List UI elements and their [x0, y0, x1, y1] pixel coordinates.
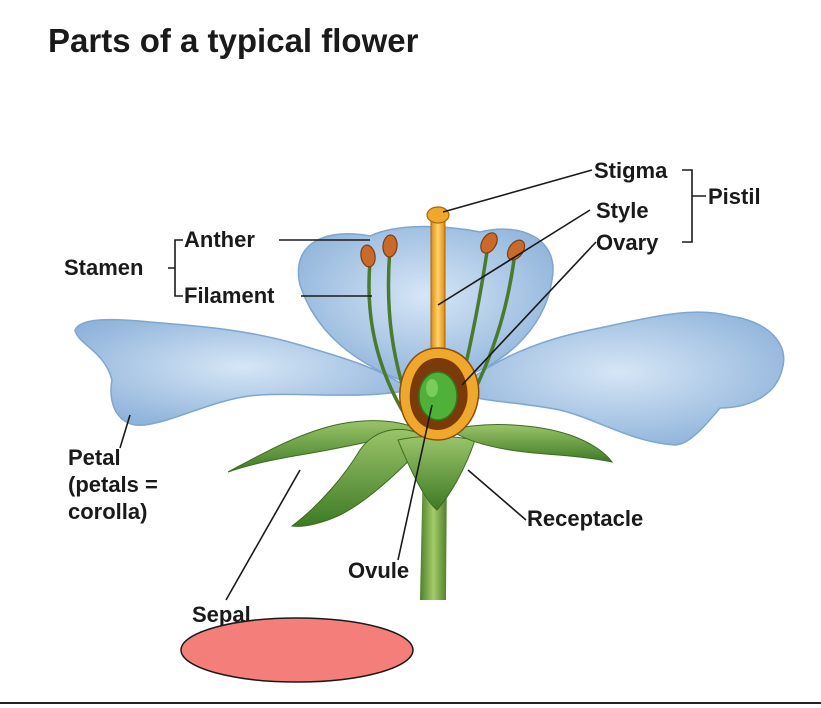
anther-2 — [382, 234, 398, 258]
style-label: Style — [596, 198, 649, 223]
highlight-marker — [180, 617, 414, 683]
sepal-left-back — [227, 420, 422, 473]
filament-label: Filament — [184, 283, 275, 308]
bottom-divider — [0, 702, 821, 704]
anthers — [360, 232, 526, 268]
filament-1 — [367, 260, 407, 417]
anther-3 — [480, 232, 498, 254]
pistil-bracket — [682, 169, 706, 243]
receptacle-leader — [467, 469, 527, 521]
ovule-label: Ovule — [348, 558, 409, 583]
anther-1 — [360, 244, 376, 268]
back-petal — [297, 225, 554, 381]
receptacle-label: Receptacle — [527, 506, 643, 531]
sepal-right — [448, 424, 614, 463]
left-petal — [74, 318, 412, 426]
petal-leader — [119, 414, 131, 449]
sepal-center — [397, 435, 476, 511]
diagram-title: Parts of a typical flower — [48, 22, 419, 59]
style-tube — [430, 219, 446, 361]
petal-label-line1: Petal — [68, 445, 121, 470]
stigma-leader — [442, 169, 593, 213]
ovule-leader — [397, 404, 433, 561]
anther-4 — [506, 239, 526, 261]
pistil-label: Pistil — [708, 184, 761, 209]
petal-label-line2: (petals = — [68, 472, 158, 497]
sepal-leader — [225, 469, 301, 601]
petal-label-line3: corolla) — [68, 499, 147, 524]
stigma-tip — [426, 206, 450, 224]
stigma-label: Stigma — [594, 158, 668, 183]
stamen-label: Stamen — [64, 255, 143, 280]
right-petal — [453, 311, 785, 446]
anther-label: Anther — [184, 227, 255, 252]
stamen-bracket — [168, 239, 183, 297]
style-leader — [437, 209, 591, 306]
ovary-leader — [461, 241, 597, 386]
ovule-shape — [418, 371, 458, 421]
ovary-label: Ovary — [596, 230, 659, 255]
sepal-left-front — [290, 428, 431, 527]
